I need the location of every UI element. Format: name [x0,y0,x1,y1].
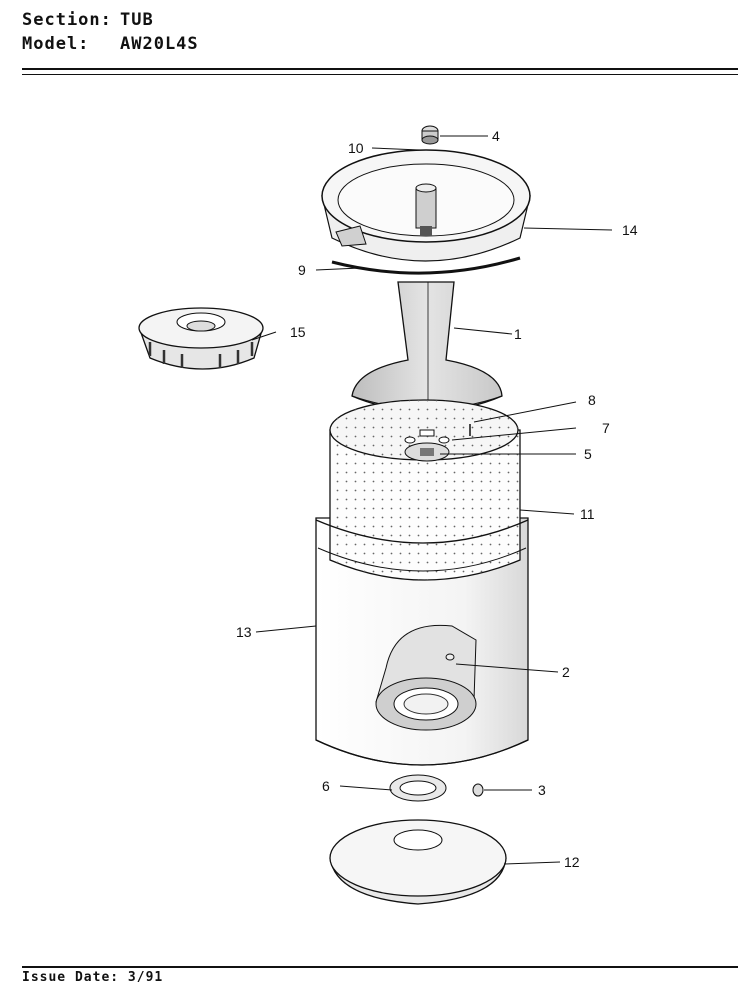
part-3-bolt [472,783,484,797]
header-rule-thick [22,68,738,70]
issue-date-line: Issue Date: 3/91 [22,970,163,985]
callout-12: 12 [564,854,580,870]
callout-4: 4 [492,128,500,144]
callout-9: 9 [298,262,306,278]
part-1-agitator [351,281,503,420]
callout-6: 6 [322,778,330,794]
callout-11: 11 [580,506,595,522]
issue-date-value: 3/91 [127,970,164,985]
part-9-gasket [331,256,521,275]
model-label: Model: [22,34,90,54]
callout-1: 1 [514,326,522,342]
header-rule-thin [22,74,738,75]
callout-15: 15 [290,324,306,340]
footer-rule [22,966,738,968]
section-line: Section: TUB [22,10,154,30]
part-11-spin-basket [315,399,529,581]
model-line: Model: AW20L4S [22,34,199,54]
part-4-nut [421,125,439,145]
issue-date-label: Issue Date: [22,970,120,985]
part-12-base-plate [329,819,507,905]
part-13-outer-tub [315,517,529,766]
callout-8: 8 [588,392,596,408]
section-value: TUB [120,10,154,30]
leader-lines [251,135,613,865]
callout-2: 2 [562,664,570,680]
part-7-washers [404,429,450,444]
model-value: AW20L4S [120,34,199,54]
callout-3: 3 [538,782,546,798]
part-2-fastener [445,653,455,661]
part-5-hub [404,442,450,462]
callout-10: 10 [348,140,364,156]
part-15-cap [138,307,264,370]
callout-5: 5 [584,446,592,462]
section-label: Section: [22,10,112,30]
part-6-seal [389,774,447,802]
callout-13: 13 [236,624,252,640]
part-14-tub-ring [321,149,531,262]
callout-14: 14 [622,222,638,238]
callout-7: 7 [602,420,610,436]
